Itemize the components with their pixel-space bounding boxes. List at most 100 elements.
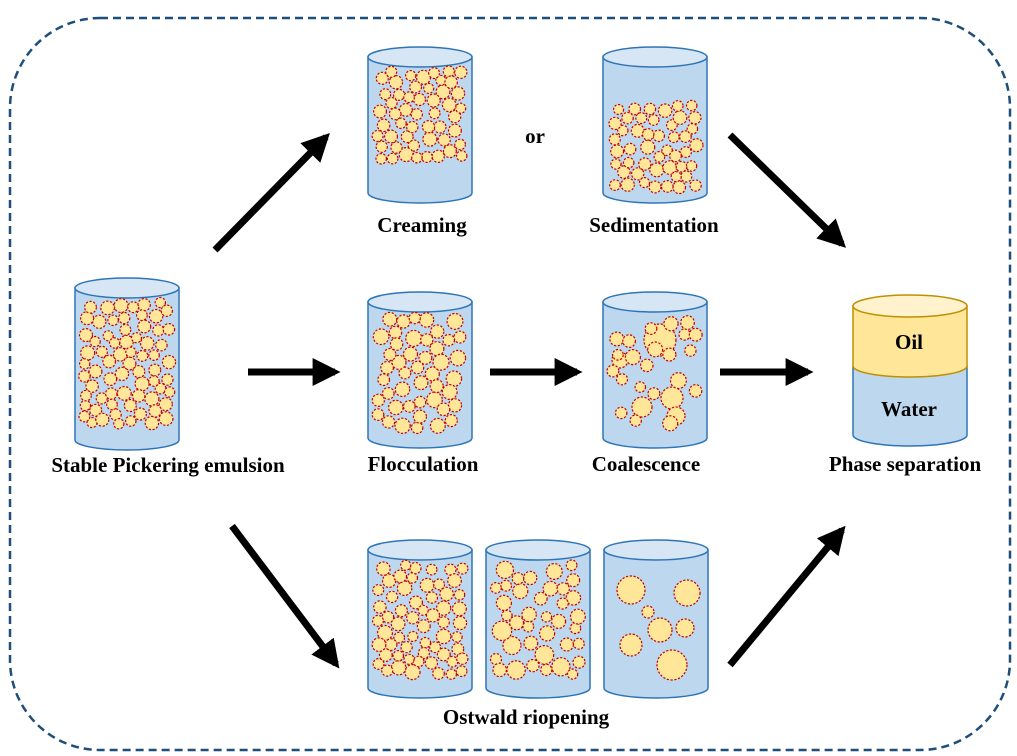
sedimentation-droplet xyxy=(608,133,621,146)
creaming-droplet xyxy=(385,96,398,110)
ostwald-droplet xyxy=(409,595,424,610)
ostwald-droplet xyxy=(381,573,397,589)
ostwald-droplet xyxy=(396,580,413,596)
flocculation-droplet xyxy=(380,360,395,375)
stable-emulsion-label: Stable Pickering emulsion xyxy=(51,453,285,477)
flocculation-droplet xyxy=(377,373,391,387)
creaming-droplet xyxy=(395,117,407,130)
stable-droplet xyxy=(119,323,132,336)
stable-droplet xyxy=(117,311,131,325)
arrow-ostwald-to-phase xyxy=(727,525,846,668)
arrow-to-ostwald xyxy=(229,523,340,669)
creaming-droplet xyxy=(442,65,455,78)
stable-droplet xyxy=(148,308,164,324)
sedimentation-droplet xyxy=(652,129,665,143)
sedimentation-droplet xyxy=(638,177,651,189)
stable-droplet xyxy=(89,335,101,348)
sedimentation-droplet xyxy=(616,124,629,137)
ostwald-2-cylinder-top xyxy=(485,539,591,561)
flocculation-droplet xyxy=(413,375,429,391)
stable-droplet xyxy=(161,373,174,386)
flocculation-droplet xyxy=(405,329,423,347)
ostwald-droplet xyxy=(392,649,405,662)
stable-droplet xyxy=(119,334,134,350)
stable-droplet xyxy=(125,415,137,427)
ostwald-droplet xyxy=(419,577,435,593)
ostwald-ripening-label: Ostwald riopening xyxy=(443,705,610,729)
flocculation-droplet xyxy=(446,312,464,330)
ostwald-droplet xyxy=(425,563,438,576)
coalescence-cylinder-top xyxy=(602,291,708,313)
coalescence-droplet xyxy=(622,334,636,349)
flocculation-droplet xyxy=(420,333,434,347)
ostwald-droplet xyxy=(446,655,459,668)
ostwald-droplet xyxy=(491,620,513,642)
stable-droplet xyxy=(160,304,173,317)
creaming-droplet xyxy=(409,80,423,94)
creaming-droplet xyxy=(444,75,458,89)
sedimentation-droplet xyxy=(689,138,704,153)
flocculation-droplet xyxy=(430,324,445,339)
stable-emulsion-cylinder-top xyxy=(74,277,180,299)
ostwald-droplet xyxy=(451,631,463,643)
ostwald-droplet xyxy=(425,591,439,604)
sedimentation-droplet xyxy=(685,99,698,112)
stable-droplet xyxy=(92,314,107,329)
creaming-droplet xyxy=(433,120,447,134)
stable-droplet xyxy=(100,300,115,316)
coalescence-droplet xyxy=(680,315,695,331)
creaming-droplet xyxy=(450,86,466,101)
sedimentation-droplet xyxy=(610,158,622,170)
stable-droplet xyxy=(130,332,143,344)
stable-droplet xyxy=(152,324,165,337)
stable-droplet xyxy=(107,314,119,327)
stable-droplet xyxy=(95,392,108,405)
ostwald-droplet xyxy=(453,588,466,601)
flocculation-droplet xyxy=(442,333,455,347)
creaming-droplet xyxy=(428,67,441,80)
ostwald-droplet xyxy=(452,615,468,631)
sedimentation-droplet xyxy=(648,180,662,194)
sedimentation-droplet xyxy=(679,130,692,144)
flocculation-cylinder-top xyxy=(367,291,473,313)
stable-droplet xyxy=(125,346,137,358)
stable-droplet xyxy=(148,349,160,361)
creaming-droplet xyxy=(442,144,457,159)
ostwald-droplet xyxy=(540,663,553,677)
sedimentation-droplet xyxy=(688,111,702,125)
creaming-cylinder-top xyxy=(367,46,473,68)
stable-droplet xyxy=(131,388,146,403)
flocculation-droplet xyxy=(444,414,458,428)
or-label: or xyxy=(525,124,545,148)
ostwald-droplet xyxy=(538,625,556,642)
ostwald-droplet xyxy=(566,668,579,680)
ostwald-droplet xyxy=(551,657,571,677)
stable-droplet xyxy=(134,376,150,392)
sedimentation-droplet xyxy=(647,114,660,126)
creaming-droplet xyxy=(455,102,467,114)
coalescence-droplet xyxy=(614,406,628,420)
ostwald-droplet xyxy=(377,624,394,641)
flocculation-droplet xyxy=(449,349,467,367)
stable-droplet xyxy=(95,412,110,427)
flocculation-droplet xyxy=(381,415,396,429)
ostwald-droplet xyxy=(545,562,563,580)
sedimentation-droplet xyxy=(669,149,682,163)
stable-droplet xyxy=(102,354,117,369)
flocculation-droplet xyxy=(371,408,385,422)
ostwald-droplet xyxy=(502,635,522,656)
flocculation-droplet xyxy=(402,346,419,362)
sedimentation-droplet xyxy=(621,111,634,125)
creaming-droplet xyxy=(437,133,451,147)
coalescence-droplet xyxy=(606,364,620,378)
sedimentation-droplet xyxy=(689,179,702,192)
creaming-droplet xyxy=(420,151,433,164)
stable-droplet xyxy=(114,366,130,382)
sedimentation-droplet xyxy=(653,150,666,163)
stable-droplet xyxy=(163,386,176,398)
flocculation-droplet xyxy=(445,370,463,387)
ostwald-droplet xyxy=(495,594,512,612)
ostwald-droplet xyxy=(384,638,398,651)
flocculation-droplet xyxy=(441,384,458,401)
coalescence-droplet xyxy=(634,381,647,393)
